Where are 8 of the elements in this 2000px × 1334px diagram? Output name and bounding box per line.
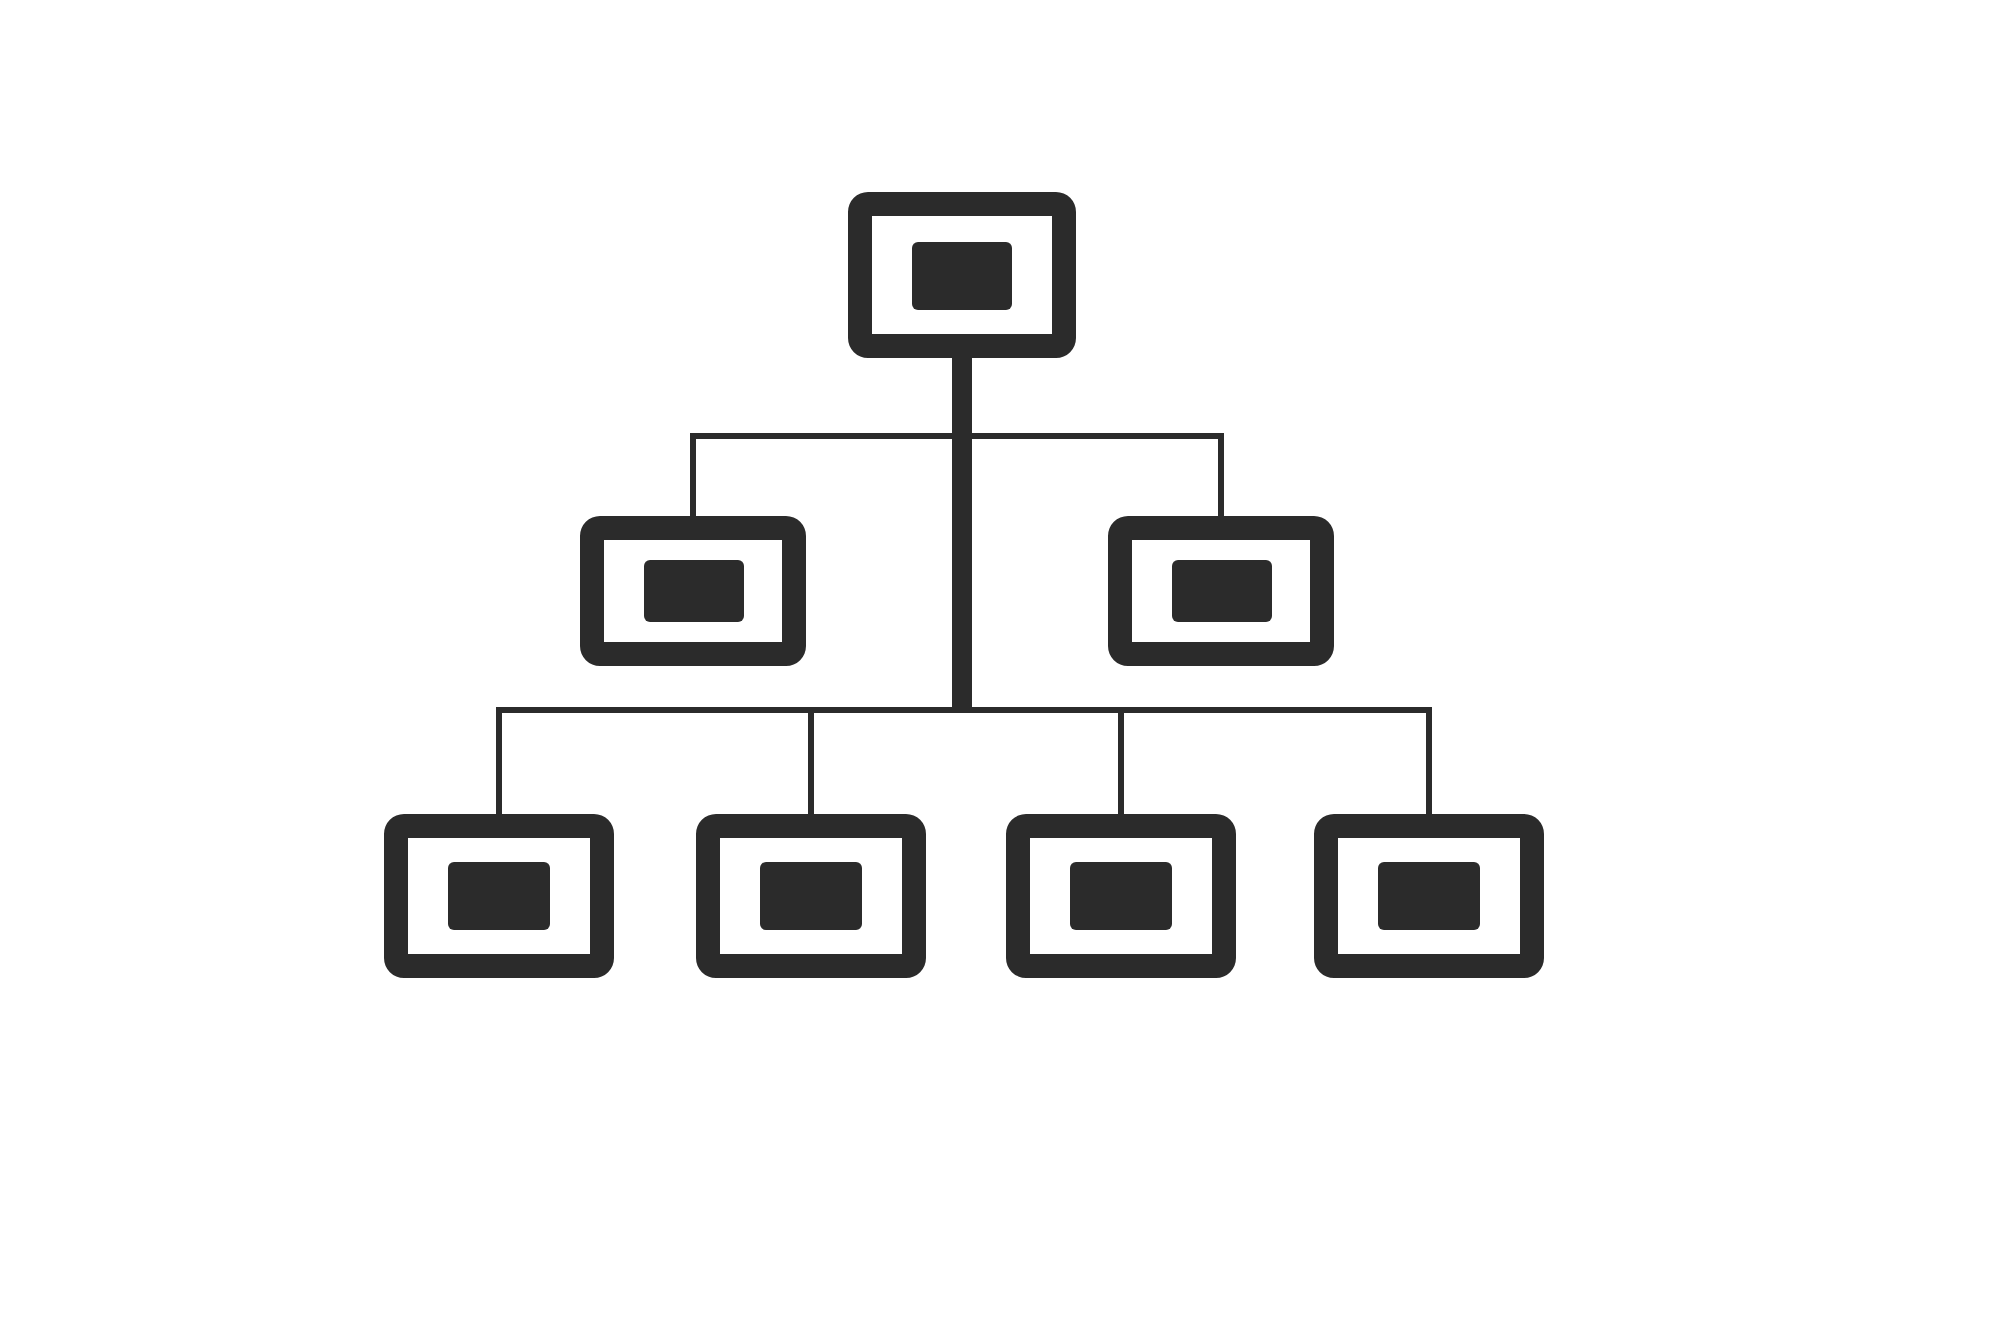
- org-chart-box: [1314, 814, 1544, 978]
- org-chart-box: [384, 814, 614, 978]
- trunk-line: [952, 358, 972, 713]
- org-chart-box: [848, 192, 1076, 358]
- org-chart-box: [696, 814, 926, 978]
- org-chart-box: [580, 516, 806, 666]
- org-chart-box: [1108, 516, 1334, 666]
- org-chart-box: [1006, 814, 1236, 978]
